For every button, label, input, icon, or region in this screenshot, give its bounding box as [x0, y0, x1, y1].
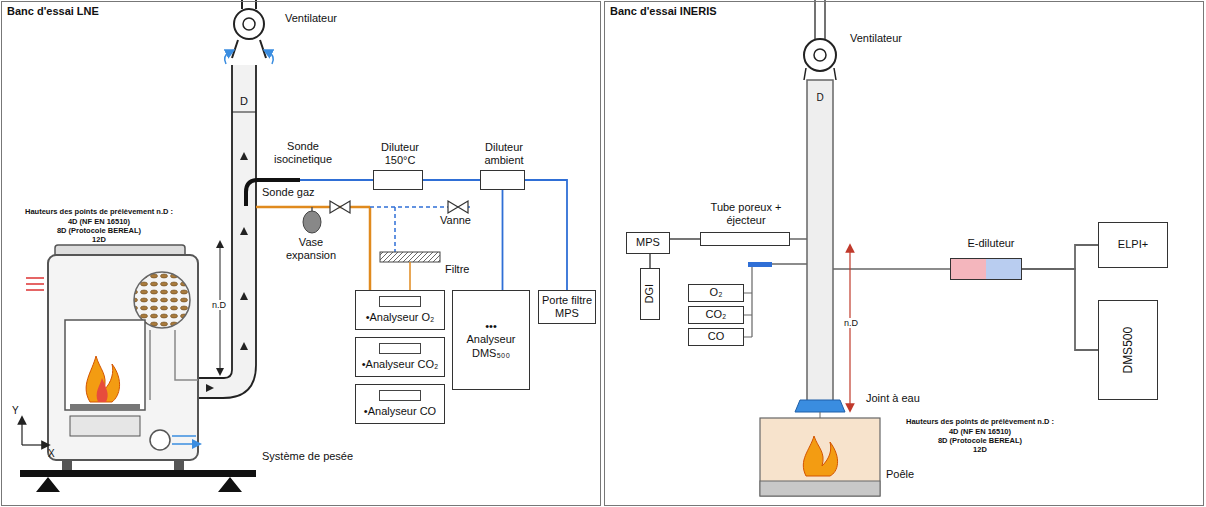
- box-label: CO: [708, 330, 725, 343]
- connector-line: [1022, 269, 1098, 350]
- instrument-box: DGI: [640, 268, 660, 320]
- instrument-box: DMS500: [1098, 300, 1158, 400]
- box-heading: E-diluteur: [951, 237, 1031, 250]
- bench-panel: Banc d'essai INERIS Tube poreux + éjecteu…: [604, 1, 1204, 506]
- diluter-box: Diluteur 150°C: [373, 170, 423, 190]
- display-window: [379, 296, 421, 307]
- analyser-box: CO: [688, 328, 744, 346]
- panel-title: Banc d'essai LNE: [7, 5, 99, 17]
- instrument-box: MPS: [626, 232, 670, 254]
- box-label: CO₂: [706, 308, 727, 321]
- connector-line: [525, 180, 567, 290]
- box-label: MPS: [636, 236, 660, 249]
- annotation-label: Hauteurs des points de prélèvement n.D :: [4, 208, 194, 217]
- annotation-label: 4D (NF EN 16510): [4, 218, 194, 227]
- annotation-label: Sonde gaz: [262, 186, 322, 199]
- analyser-box: O₂: [688, 284, 744, 302]
- annotation-label: 12D: [4, 236, 194, 245]
- stove-box: Poêle: [760, 418, 880, 496]
- annotation-label: D: [814, 92, 826, 104]
- display-window: [379, 390, 421, 401]
- annotation-label: Sonde isocinetique: [268, 140, 338, 165]
- box-label: ELPI+: [1118, 238, 1148, 251]
- annotation-label: Hauteurs des points de prélèvement n.D :: [880, 418, 1080, 427]
- box-label: Porte filtre MPS: [541, 294, 593, 320]
- instrument-box: ELPI+: [1098, 222, 1168, 268]
- analyser-box: •••Analyseur DMS₅₀₀: [452, 290, 530, 390]
- diluter-box: E-diluteur: [950, 258, 1022, 280]
- annotation-label: Système de pesée: [262, 450, 372, 463]
- diluter-box: Diluteur ambient: [480, 170, 525, 190]
- connector-line: [649, 254, 651, 268]
- analyser-box: •Analyseur CO₂: [355, 337, 445, 377]
- annotation-label: X: [48, 448, 60, 460]
- connector-line: [1022, 245, 1098, 269]
- box-heading: Tube poreux + éjecteur: [706, 201, 786, 227]
- annotation-label: Ventilateur: [285, 12, 355, 25]
- box-label: •••: [485, 320, 497, 333]
- box-heading: Diluteur ambient: [475, 141, 533, 167]
- annotation-label: 12D: [880, 446, 1080, 455]
- panel-title: Banc d'essai INERIS: [610, 5, 717, 17]
- annotation-label: 4D (NF EN 16510): [880, 428, 1080, 437]
- annotation-label: Vase expansion: [283, 236, 339, 261]
- annotation-label: 8D (Protocole BEREAL): [880, 437, 1080, 446]
- annotation-label: Ventilateur: [850, 32, 930, 45]
- connector-line: [423, 179, 480, 181]
- annotation-label: Y: [12, 405, 24, 417]
- annotation-label: Joint à eau: [866, 392, 946, 405]
- porous-tube-box: Tube poreux + éjecteur: [700, 232, 790, 246]
- annotation-label: Filtre: [445, 263, 485, 276]
- analyser-box: •Analyseur CO: [355, 384, 445, 424]
- annotation-label: 8D (Protocole BEREAL): [4, 227, 194, 236]
- box-label: DGI: [643, 284, 656, 304]
- box-label: DMS500: [1121, 327, 1135, 374]
- box-label: •Analyseur CO₂: [362, 358, 439, 371]
- analyser-box: CO₂: [688, 306, 744, 324]
- box-label: •Analyseur CO: [364, 405, 436, 418]
- filter-holder-box: Porte filtre MPS: [538, 290, 596, 324]
- annotation-label: n.D: [207, 300, 231, 310]
- annotation-label: n.D: [836, 318, 866, 328]
- box-label: Analyseur DMS₅₀₀: [455, 333, 527, 359]
- analyser-box: •Analyseur O₂: [355, 290, 445, 330]
- annotation-label: Vanne: [440, 214, 476, 227]
- box-heading: Poêle: [886, 468, 936, 481]
- box-label: O₂: [710, 286, 723, 299]
- connector-line: [670, 238, 700, 240]
- display-window: [379, 343, 421, 354]
- connector-line: [502, 190, 504, 290]
- annotation-label: D: [237, 95, 251, 108]
- box-heading: Diluteur 150°C: [371, 141, 429, 167]
- box-label: •Analyseur O₂: [366, 311, 435, 324]
